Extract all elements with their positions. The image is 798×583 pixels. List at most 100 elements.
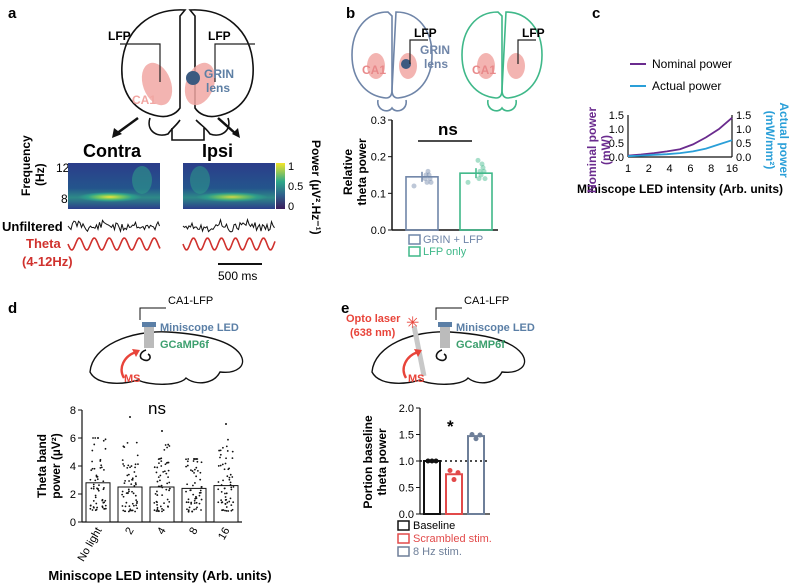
point-b-1 (476, 176, 482, 182)
point-d-2 (157, 476, 160, 479)
point-d-0 (93, 443, 96, 446)
theta-band-ipsi (196, 192, 268, 202)
legend-c-1: Nominal power (652, 57, 732, 71)
freq-tick-12: 12 (56, 161, 70, 175)
lfp-wire-e (435, 307, 462, 320)
legend-b-2: LFP only (423, 246, 467, 258)
point-d-3 (187, 501, 190, 504)
x-tick-label-d: 4 (155, 526, 168, 537)
point-d-2 (160, 460, 163, 462)
miniscope-d (142, 322, 156, 327)
point-d-2 (158, 485, 161, 488)
point-d-4 (225, 445, 228, 448)
colorbar-tick-1: 1 (288, 161, 294, 173)
panel-letter-a: a (8, 5, 17, 22)
ca1-lfp-d: CA1-LFP (168, 295, 213, 307)
lfp-wire-d (139, 307, 166, 320)
electrode-b-right (517, 39, 536, 64)
point-d-2 (153, 509, 156, 512)
point-d-2 (168, 487, 171, 490)
point-d-0 (91, 509, 94, 511)
point-d-1 (133, 471, 136, 473)
point-d-4 (221, 501, 224, 504)
point-d-1 (137, 463, 139, 466)
point-b-1 (481, 168, 487, 174)
point-d-1 (124, 479, 127, 482)
point-d-0 (94, 479, 97, 482)
point-e-2 (477, 432, 483, 438)
bar-e-2 (467, 435, 485, 515)
point-d-4 (229, 497, 232, 500)
point-d-3 (191, 510, 194, 513)
point-d-2 (156, 466, 159, 469)
point-d-0 (92, 437, 94, 439)
panel-letter-d: d (8, 300, 17, 317)
point-d-3 (199, 491, 202, 494)
y-tick-label-d: 6 (70, 433, 76, 445)
y-axis-label-d-2: power (µV²) (49, 433, 63, 499)
unfiltered-label: Unfiltered (2, 219, 63, 234)
point-d-1 (127, 464, 130, 467)
point-e-2 (473, 436, 479, 442)
x-axis-label-d: Miniscope LED intensity (Arb. units) (48, 568, 271, 583)
miniscope-e (438, 322, 452, 327)
point-d-4 (228, 478, 231, 481)
point-d-2 (168, 489, 170, 492)
point-d-1 (134, 466, 136, 469)
point-d-1 (136, 502, 138, 505)
y-tick-label-b: 0.1 (371, 188, 386, 200)
point-d-0 (94, 494, 97, 497)
point-d-4 (222, 446, 224, 449)
point-d-0 (100, 466, 103, 469)
point-d-4 (231, 508, 234, 511)
miniscope-label-d: Miniscope LED (160, 322, 239, 334)
point-d-4 (227, 510, 230, 512)
lfp-label-left: LFP (108, 29, 131, 43)
point-d-3 (190, 502, 193, 505)
point-e-2 (469, 432, 475, 437)
point-d-1 (121, 459, 124, 462)
unfiltered-trace-ipsi (182, 217, 275, 233)
legend-swatch-e-3 (397, 546, 410, 557)
point-e-1 (447, 468, 453, 474)
x-tick-label-d: 16 (216, 526, 233, 543)
point-d-2 (166, 498, 169, 501)
grin-label-b-2: lens (424, 57, 448, 71)
point-d-0 (96, 478, 99, 481)
point-b-1 (478, 172, 484, 178)
point-d-3 (193, 499, 196, 502)
point-d-3 (192, 460, 195, 462)
point-d-2 (167, 476, 169, 479)
electrode-right (214, 43, 255, 82)
point-d-1 (133, 484, 136, 487)
point-d-max-0 (97, 437, 99, 439)
point-d-2 (159, 505, 162, 508)
point-d-1 (124, 510, 127, 513)
point-d-1 (129, 508, 132, 511)
point-d-0 (101, 506, 104, 509)
point-d-0 (92, 483, 95, 486)
point-d-2 (162, 509, 165, 511)
point-d-1 (124, 505, 127, 508)
point-d-2 (160, 465, 163, 467)
point-d-0 (92, 485, 95, 488)
ms-label-d: MS (124, 373, 141, 385)
x-tick-label-d: 8 (187, 526, 200, 537)
spectrogram-blob-contra (132, 166, 152, 194)
legend-swatch-e-2 (397, 533, 410, 544)
point-d-2 (163, 470, 166, 473)
point-d-0 (101, 499, 104, 502)
point-d-1 (126, 441, 129, 444)
point-d-4 (228, 500, 231, 503)
arrow-contra (115, 116, 139, 136)
point-d-3 (196, 469, 199, 472)
point-d-4 (232, 485, 235, 488)
point-d-1 (134, 494, 137, 497)
y-tick-label-c-left: 0.5 (609, 138, 624, 150)
legend-swatch-b-2 (408, 246, 421, 257)
point-d-2 (160, 457, 163, 460)
point-d-3 (185, 490, 187, 493)
